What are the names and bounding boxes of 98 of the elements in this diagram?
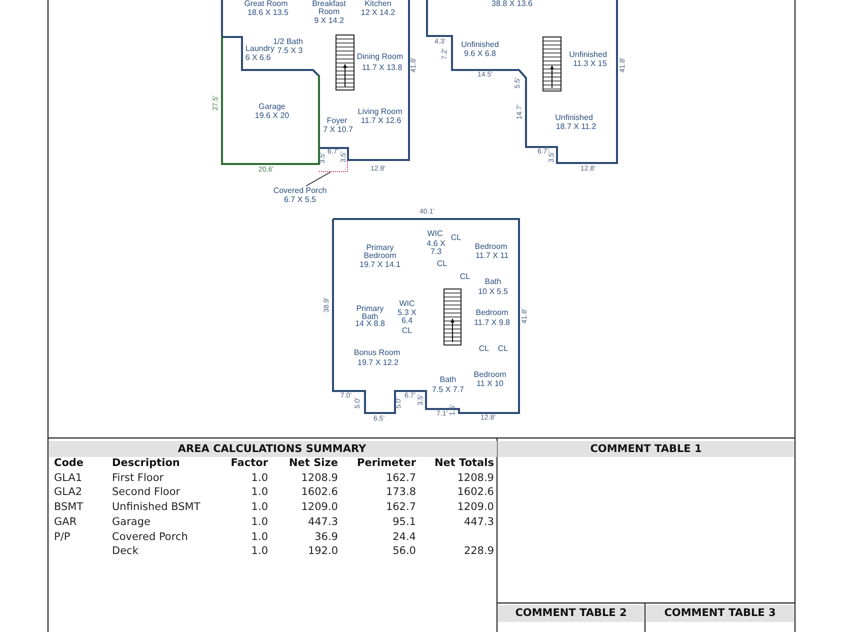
table-cell: 162.7 (386, 472, 416, 483)
callout-text: 6.7 X 5.5 (282, 195, 318, 204)
room-label: Bonus Room (354, 349, 400, 357)
table-title: COMMENT TABLE 2 (515, 608, 627, 618)
room-label: Primary Bedroom (362, 244, 398, 260)
room-label: Bath (440, 376, 456, 384)
room-label: 6 X 6.6 (245, 54, 271, 62)
table-cell: 1.0 (251, 516, 268, 528)
table-cell: GAR (54, 516, 77, 528)
table-cell: P/P (54, 531, 70, 542)
room-label: 19.6 X 20 (254, 112, 290, 120)
column-header: Factor (230, 458, 268, 468)
table-cell: 1.0 (251, 546, 268, 556)
table-cell: Garage (112, 516, 150, 528)
room-label: Breakfast Room (311, 0, 347, 16)
room-label: Kitchen (364, 0, 392, 8)
room-label: Bedroom (474, 243, 508, 251)
column-header: Net Totals (434, 458, 494, 468)
room-label: CL (498, 345, 508, 353)
column-header: Net Size (289, 458, 338, 468)
room-label: 9.6 X 6.8 (464, 50, 496, 58)
table-cell: Deck (112, 546, 138, 556)
table-cell: First Floor (112, 472, 164, 483)
room-label: 4.6 X 7.3 (426, 240, 446, 256)
table-cell: 1209.0 (457, 502, 494, 512)
table-cell: 192.0 (308, 546, 338, 556)
room-label: WIC (427, 230, 443, 238)
room-label: Living Room (358, 108, 402, 116)
table-cell: BSMT (54, 502, 84, 512)
room-label: 11.7 X 12.6 (360, 117, 402, 125)
column-header: Description (112, 458, 180, 468)
room-label: Bath (484, 278, 502, 286)
room-label: 10 X 5.5 (478, 288, 508, 296)
table-cell: 228.9 (464, 546, 494, 556)
room-label: 14 X 8.8 (355, 320, 385, 328)
table-cell: 162.7 (386, 502, 416, 512)
room-label: CL (402, 327, 412, 335)
room-label: Unfinished (555, 114, 593, 122)
table-cell: 1.0 (251, 487, 268, 498)
room-label: WIC (399, 300, 415, 308)
table-title: COMMENT TABLE 3 (664, 608, 776, 618)
table-cell: Second Floor (112, 487, 180, 498)
room-label: 11.3 X 15 (573, 60, 607, 68)
room-label: Primary Bath (356, 305, 384, 321)
table-cell: Covered Porch (112, 531, 188, 542)
room-label: 19.7 X 12.2 (358, 359, 398, 367)
table-cell: 1.0 (251, 472, 268, 483)
room-label: CL (450, 234, 462, 242)
room-label: CL (460, 273, 470, 281)
room-label: 7 X 10.7 (323, 126, 353, 134)
table-title: AREA CALCULATIONS SUMMARY (178, 444, 366, 454)
room-label: 12 X 14.2 (360, 9, 396, 17)
table-cell: 173.8 (386, 487, 416, 498)
room-label: 18.6 X 13.5 (248, 9, 288, 17)
table-cell: 1209.0 (301, 502, 338, 512)
table-cell: 1208.9 (457, 472, 494, 483)
room-label: 18.7 X 11.2 (556, 123, 596, 131)
room-label: 38.8 X 13.6 (492, 0, 532, 8)
table-cell: GLA2 (54, 487, 82, 498)
room-label: CL (478, 345, 490, 353)
table-cell: 1208.9 (301, 472, 338, 483)
room-label: Great Room (244, 0, 288, 8)
table-cell: Unfinished BSMT (112, 502, 200, 512)
room-label: 11 X 10 (476, 380, 504, 388)
room-label: CL (436, 260, 448, 268)
room-label: 5.3 X 6.4 (397, 309, 417, 325)
room-label: Laundry (246, 45, 274, 53)
table-cell: 24.4 (392, 531, 416, 542)
table-cell: 56.0 (392, 546, 416, 556)
table-cell: 447.3 (464, 516, 494, 528)
column-header: Perimeter (357, 458, 416, 468)
room-label: 11.7 X 9.8 (474, 319, 510, 327)
room-label: 7.5 X 7.7 (432, 386, 464, 394)
table-cell: 1.0 (251, 502, 268, 512)
room-label: Unfinished (569, 51, 607, 59)
room-label: Bedroom (476, 309, 508, 317)
callout-text: Covered Porch (272, 186, 328, 195)
room-label: Bedroom (474, 371, 506, 379)
room-label: 11.7 X 13.8 (362, 64, 402, 72)
room-label: Dining Room (356, 53, 404, 61)
table-cell: 1.0 (251, 531, 268, 542)
room-label: 7.5 X 3 (277, 47, 303, 55)
room-label: 9 X 14.2 (314, 17, 344, 25)
table-cell: GLA1 (54, 472, 82, 483)
table-cell: 1602.6 (301, 487, 338, 498)
room-label: Unfinished (461, 41, 499, 49)
table-cell: 95.1 (392, 516, 416, 528)
room-label: 11.7 X 11 (475, 252, 509, 260)
leader-line (306, 172, 332, 186)
room-label: Foyer (326, 117, 348, 125)
room-label: 1/2 Bath (273, 38, 303, 46)
room-label: Garage (258, 103, 286, 111)
table-title: COMMENT TABLE 1 (590, 444, 702, 454)
table-cell: 1602.6 (457, 487, 494, 498)
column-header: Code (54, 458, 84, 468)
table-cell: 447.3 (308, 516, 338, 528)
table-cell: 36.9 (314, 531, 338, 542)
room-label: 19.7 X 14.1 (360, 261, 400, 269)
